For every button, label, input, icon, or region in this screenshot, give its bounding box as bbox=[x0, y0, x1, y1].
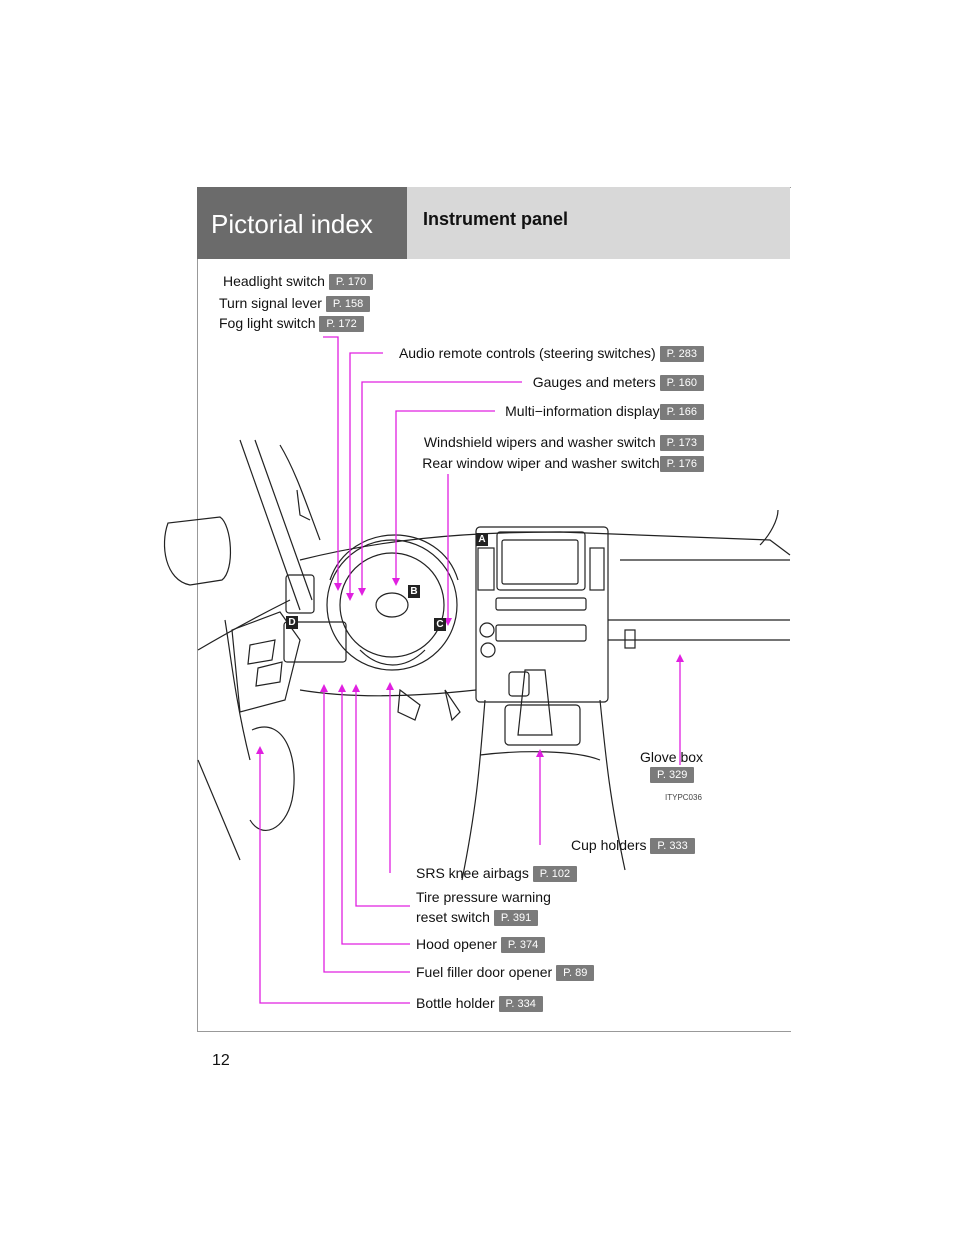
area-badge-d: D bbox=[286, 616, 298, 629]
label-glove-box: Glove box bbox=[640, 749, 704, 765]
page-ref-srs[interactable]: P. 102 bbox=[532, 866, 578, 883]
page-ref-multi-info[interactable]: P. 166 bbox=[659, 404, 704, 421]
section-tab: Pictorial index bbox=[197, 187, 407, 259]
label-bottle-holder: Bottle holder P. 334 bbox=[416, 995, 543, 1013]
page-ref-gauges[interactable]: P. 160 bbox=[659, 375, 704, 392]
page-ref-hood-opener[interactable]: P. 374 bbox=[500, 937, 546, 954]
page-ref-cup-holders[interactable]: P. 333 bbox=[650, 838, 695, 855]
page-ref-audio[interactable]: P. 283 bbox=[659, 346, 704, 363]
label-tire-pressure-line2: reset switch P. 391 bbox=[416, 909, 539, 927]
page-ref-tire-pressure[interactable]: P. 391 bbox=[493, 910, 539, 927]
section-title: Pictorial index bbox=[211, 209, 373, 239]
label-headlight-switch: Headlight switch P. 170 bbox=[223, 273, 374, 291]
label-tire-pressure-line1: Tire pressure warning bbox=[416, 889, 551, 905]
label-srs-knee-airbags: SRS knee airbags P. 102 bbox=[416, 865, 578, 883]
label-cup-holders: Cup holders P. 333 bbox=[571, 837, 695, 855]
label-windshield-wipers: Windshield wipers and washer switch P. 1… bbox=[424, 434, 704, 452]
label-hood-opener: Hood opener P. 374 bbox=[416, 936, 546, 954]
page-title-bar: Instrument panel bbox=[407, 187, 790, 259]
page-ref-bottle-holder[interactable]: P. 334 bbox=[498, 996, 543, 1013]
label-fog-light-switch: Fog light switch P. 172 bbox=[219, 315, 364, 333]
page-ref-glove-box[interactable]: P. 329 bbox=[650, 767, 695, 783]
leader-arrowheads bbox=[256, 578, 684, 757]
page-title: Instrument panel bbox=[423, 209, 569, 229]
side-mirror-shape bbox=[163, 516, 232, 586]
area-badge-a: A bbox=[476, 533, 488, 546]
page-number: 12 bbox=[212, 1052, 230, 1069]
label-gauges-meters: Gauges and meters P. 160 bbox=[533, 374, 704, 392]
page-ref-fog-light[interactable]: P. 172 bbox=[319, 316, 364, 333]
area-badge-b: B bbox=[408, 585, 420, 598]
page-ref-fuel-filler[interactable]: P. 89 bbox=[556, 965, 595, 982]
page-ref-turn-signal[interactable]: P. 158 bbox=[325, 296, 371, 313]
label-turn-signal-lever: Turn signal lever P. 158 bbox=[219, 295, 371, 313]
label-audio-remote: Audio remote controls (steering switches… bbox=[399, 345, 704, 363]
page-ref-wipers[interactable]: P. 173 bbox=[659, 435, 704, 452]
label-fuel-filler: Fuel filler door opener P. 89 bbox=[416, 964, 595, 982]
page-ref-headlight[interactable]: P. 170 bbox=[328, 274, 374, 291]
leader-lines bbox=[259, 336, 681, 1004]
page-ref-rear-wiper[interactable]: P. 176 bbox=[659, 456, 704, 473]
area-badge-c: C bbox=[434, 618, 446, 631]
figure-code: ITYPC036 bbox=[665, 793, 702, 802]
